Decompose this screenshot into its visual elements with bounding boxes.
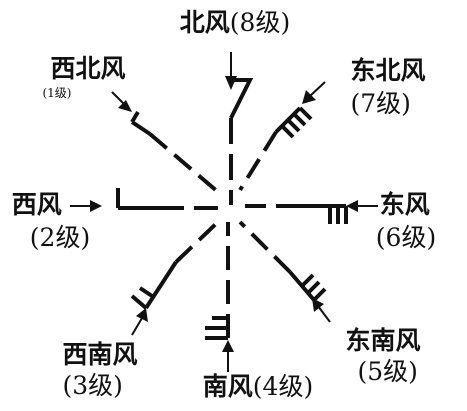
south-wind-label: 南风(4级): [203, 374, 313, 399]
north-wind-label: 北风(8级): [180, 10, 290, 35]
west-wind-name: 西风: [11, 190, 62, 219]
northeast-wind-symbol: [238, 81, 326, 192]
north-wind-level: (8级): [229, 8, 291, 37]
northwest-wind-name: 西北风: [50, 54, 126, 83]
west-wind-label: 西风 (2级): [11, 190, 90, 250]
southeast-wind-label: 东南风 (5级): [345, 328, 420, 384]
south-wind-symbol: [205, 222, 234, 372]
southwest-wind-label: 西南风 (3级): [62, 342, 137, 398]
south-wind-level: (4级): [252, 372, 314, 401]
south-wind-name: 南风: [202, 372, 253, 401]
southeast-wind-symbol: [238, 220, 331, 323]
southeast-wind-level: (5级): [357, 357, 418, 386]
north-wind-symbol: [225, 52, 254, 205]
northeast-wind-level: (7级): [350, 89, 411, 118]
southwest-wind-symbol: [130, 218, 222, 336]
west-wind-symbol: [70, 188, 220, 212]
northeast-wind-name: 东北风: [350, 56, 426, 85]
east-wind-level: (6级): [375, 223, 437, 252]
northwest-wind-label: 西北风 (1级): [42, 54, 126, 99]
southeast-wind-name: 东南风: [345, 326, 421, 355]
east-wind-symbol: [245, 200, 378, 224]
north-wind-name: 北风: [179, 8, 230, 37]
southwest-wind-level: (3级): [62, 371, 123, 400]
northwest-wind-symbol: [111, 91, 220, 194]
northwest-wind-level: (1级): [42, 86, 72, 100]
east-wind-label: 东风 (6级): [376, 190, 440, 250]
west-wind-level: (2级): [29, 223, 91, 252]
northeast-wind-label: 东北风 (7级): [350, 58, 425, 116]
southwest-wind-name: 西南风: [62, 340, 138, 369]
east-wind-name: 东风: [379, 190, 430, 219]
